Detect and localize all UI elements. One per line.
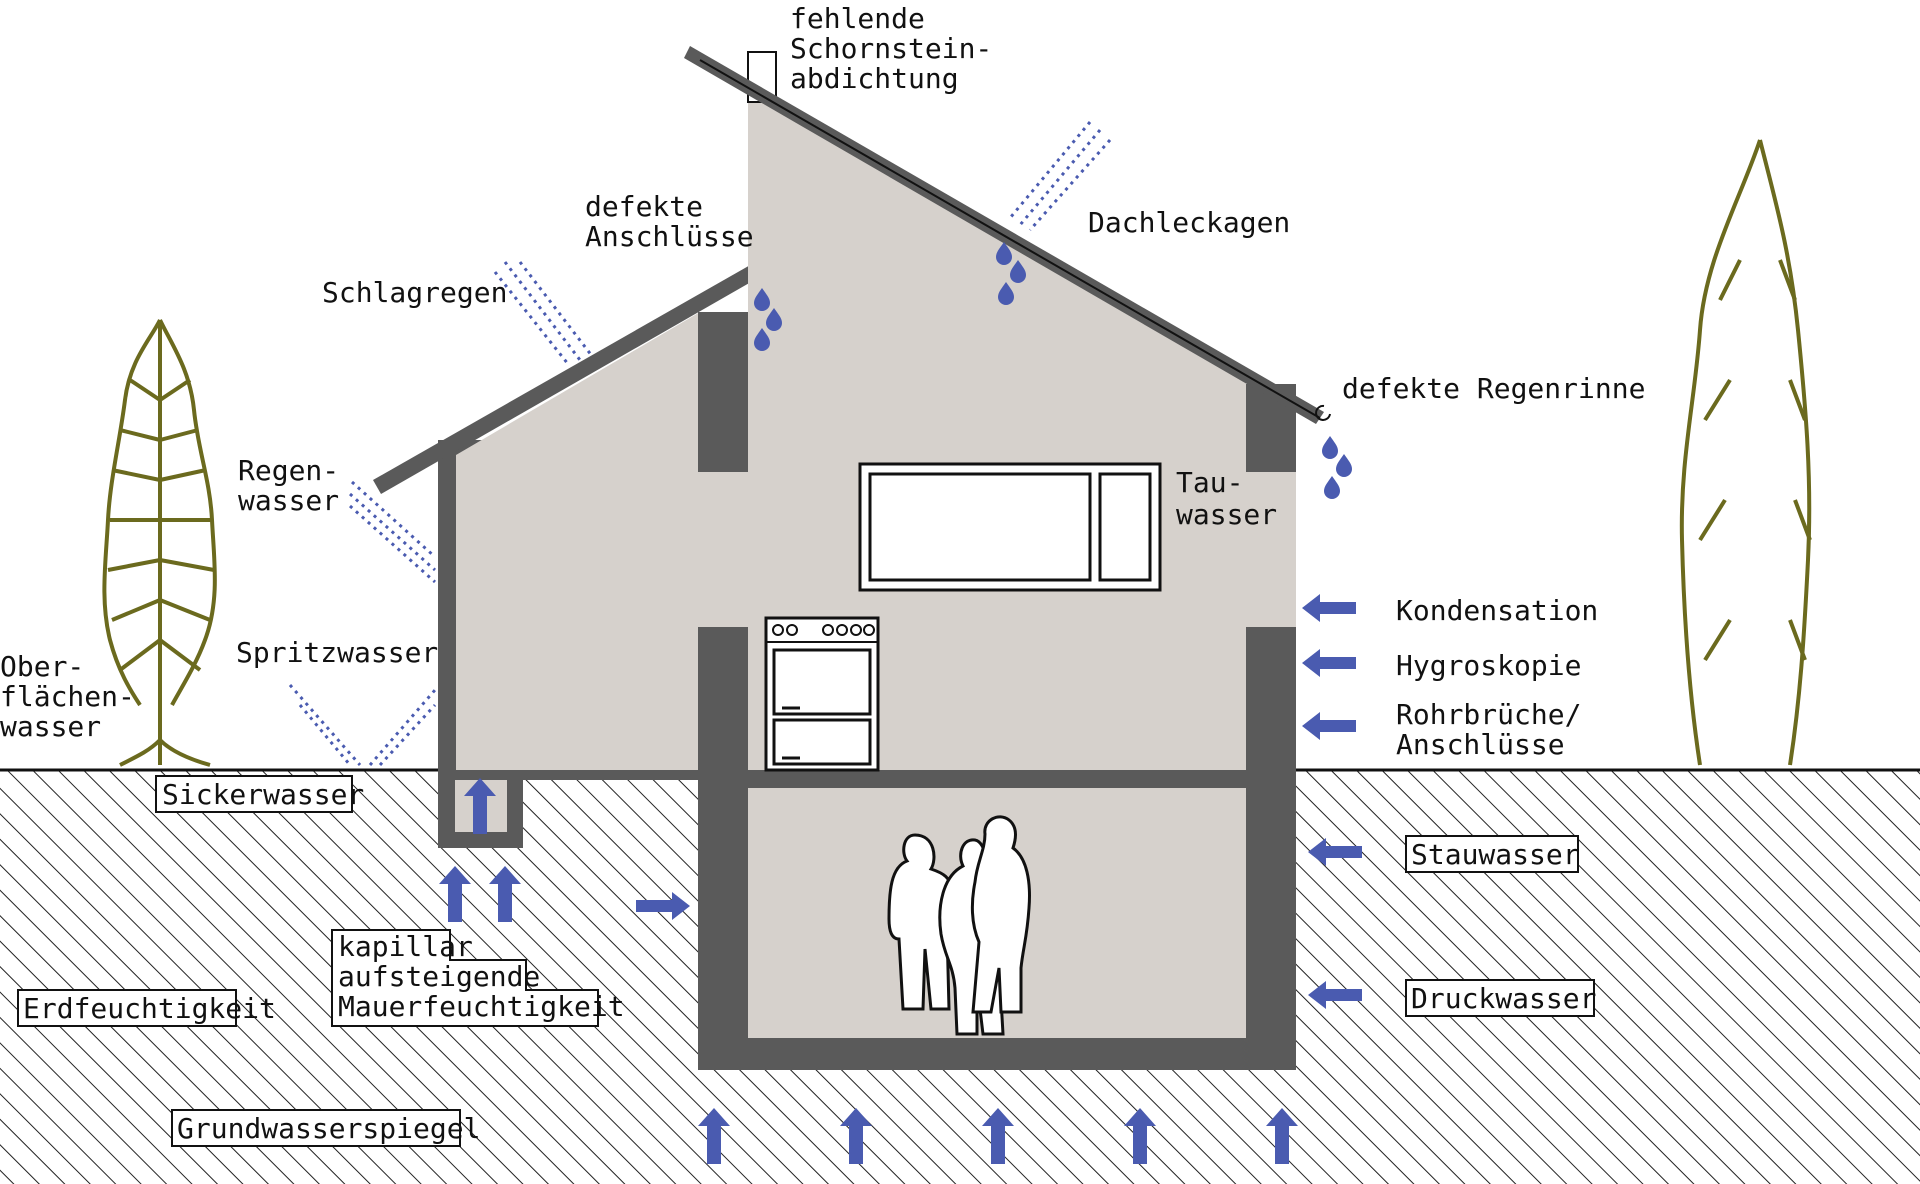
label-stauwasser: Stauwasser bbox=[1411, 838, 1580, 871]
box-grundwasserspiegel: Grundwasserspiegel bbox=[171, 1109, 480, 1147]
left-wing-interior bbox=[456, 312, 700, 770]
label-hygroskopie: Hygroskopie bbox=[1396, 649, 1581, 682]
arrow-hygroskopie bbox=[1302, 649, 1356, 677]
rain-streams bbox=[288, 121, 1112, 767]
label-oberflaechenwasser-3: wasser bbox=[0, 710, 101, 743]
label-kapillar-2: aufsteigende bbox=[338, 960, 540, 993]
label-tauwasser-2: wasser bbox=[1176, 498, 1277, 531]
stove-icon bbox=[764, 616, 880, 772]
arrow-kondensation bbox=[1302, 594, 1356, 622]
label-schlagregen: Schlagregen bbox=[322, 276, 507, 309]
label-erdfeuchtigkeit: Erdfeuchtigkeit bbox=[23, 992, 276, 1025]
main-roof-edge bbox=[699, 59, 1321, 419]
window-pane-small bbox=[1098, 472, 1152, 582]
label-oberflaechenwasser-2: flächen- bbox=[0, 680, 135, 713]
left-tree-icon bbox=[102, 319, 217, 767]
label-regenwasser-2: wasser bbox=[238, 484, 339, 517]
box-kapillar: kapillar aufsteigende Mauerfeuchtigkeit bbox=[331, 929, 625, 1027]
label-kapillar-1: kapillar bbox=[338, 930, 473, 963]
label-druckwasser: Druckwasser bbox=[1411, 982, 1596, 1015]
box-erdfeuchtigkeit: Erdfeuchtigkeit bbox=[17, 989, 276, 1027]
floor-slab bbox=[698, 770, 1296, 788]
arrow-rohrbrueche bbox=[1302, 712, 1356, 740]
left-roof bbox=[373, 248, 786, 494]
box-druckwasser: Druckwasser bbox=[1405, 979, 1596, 1017]
label-defekte-anschluesse-2: Anschlüsse bbox=[585, 220, 754, 253]
middle-wall-window bbox=[698, 472, 748, 627]
window-pane-large bbox=[868, 472, 1092, 582]
label-chimney-3: abdichtung bbox=[790, 62, 959, 95]
right-tree-icon bbox=[1679, 139, 1812, 766]
right-wall-window bbox=[1246, 472, 1296, 627]
label-regenrinne: defekte Regenrinne bbox=[1342, 372, 1645, 405]
box-sickerwasser: Sickerwasser bbox=[155, 775, 364, 813]
label-rohrbrueche-1: Rohrbrüche/ bbox=[1396, 698, 1581, 731]
label-rohrbrueche-2: Anschlüsse bbox=[1396, 728, 1565, 761]
label-spritzwasser: Spritzwasser bbox=[236, 636, 438, 669]
label-kapillar-3: Mauerfeuchtigkeit bbox=[338, 990, 625, 1023]
label-chimney-2: Schornstein- bbox=[790, 32, 992, 65]
label-grundwasserspiegel: Grundwasserspiegel bbox=[177, 1112, 480, 1145]
label-kondensation: Kondensation bbox=[1396, 594, 1598, 627]
gutter bbox=[1315, 404, 1331, 421]
main-interior bbox=[748, 86, 1246, 770]
label-dachleckagen: Dachleckagen bbox=[1088, 206, 1290, 239]
label-defekte-anschluesse-1: defekte bbox=[585, 190, 703, 223]
label-sickerwasser: Sickerwasser bbox=[162, 778, 364, 811]
people-icon bbox=[887, 815, 1031, 1036]
label-oberflaechenwasser-1: Ober- bbox=[0, 650, 84, 683]
label-regenwasser-1: Regen- bbox=[238, 454, 339, 487]
label-tauwasser-1: Tau- bbox=[1176, 466, 1243, 499]
label-chimney-1: fehlende bbox=[790, 2, 925, 35]
box-stauwasser: Stauwasser bbox=[1405, 835, 1580, 873]
